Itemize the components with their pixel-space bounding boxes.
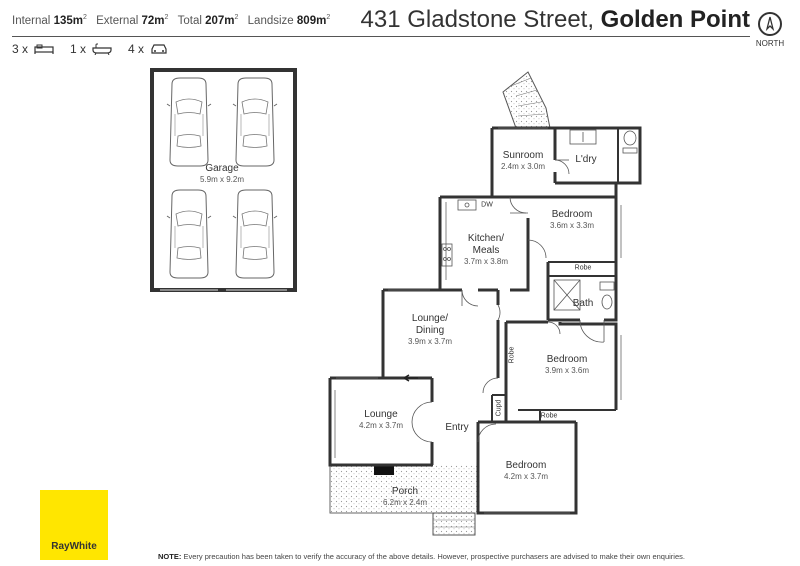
bed-count: 3 x bbox=[12, 42, 29, 56]
stat-sup-external: 2 bbox=[164, 14, 169, 21]
room-laundry: L'dry bbox=[575, 154, 596, 166]
room-lounge-dining: Lounge/ Dining 3.9m x 3.7m bbox=[408, 313, 452, 347]
logo-text: RayWhite bbox=[51, 541, 97, 552]
room-dims: 3.7m x 3.8m bbox=[463, 257, 509, 266]
room-name-line2: Dining bbox=[415, 325, 445, 336]
room-name: Entry bbox=[445, 422, 469, 433]
address-street: 431 Gladstone Street, bbox=[360, 6, 594, 33]
room-bedroom-3: Bedroom 4.2m x 3.7m bbox=[504, 460, 548, 482]
note-label: NOTE: bbox=[158, 552, 182, 561]
room-bath: Bath bbox=[573, 298, 594, 310]
north-arrow-icon bbox=[758, 12, 782, 36]
room-dims: 6.2m x 2.4m bbox=[382, 498, 428, 507]
room-sunroom: Sunroom 2.4m x 3.0m bbox=[501, 150, 545, 172]
header-divider bbox=[12, 36, 750, 37]
room-name: Porch bbox=[391, 486, 419, 497]
label-cupboard: Cupd bbox=[495, 399, 503, 417]
fixtures bbox=[441, 129, 638, 311]
stat-label-total: Total bbox=[177, 14, 202, 27]
north-indicator: NORTH bbox=[750, 12, 790, 48]
note-text: Every precaution has been taken to verif… bbox=[183, 552, 685, 561]
room-name-line2: Meals bbox=[472, 245, 500, 256]
entry-arrow bbox=[403, 374, 418, 382]
stat-sup-landsize: 2 bbox=[326, 14, 331, 21]
room-dims: 2.4m x 3.0m bbox=[500, 162, 546, 171]
room-name: L'dry bbox=[575, 154, 597, 165]
room-kitchen: Kitchen/ Meals 3.7m x 3.8m bbox=[464, 233, 508, 267]
label-robe-3: Robe bbox=[540, 412, 558, 420]
porch-area bbox=[329, 465, 480, 536]
walls bbox=[328, 126, 642, 515]
label-dishwasher: DW bbox=[481, 201, 493, 209]
room-dims: 3.9m x 3.6m bbox=[544, 366, 590, 375]
stat-label-internal: Internal bbox=[12, 14, 51, 27]
raywhite-logo: RayWhite bbox=[40, 490, 108, 560]
car-shape bbox=[166, 189, 212, 279]
room-name: Garage bbox=[205, 163, 239, 174]
room-name: Sunroom bbox=[502, 150, 544, 161]
garage bbox=[150, 68, 297, 292]
room-dims: 3.6m x 3.3m bbox=[549, 221, 595, 230]
external-steps bbox=[502, 71, 551, 129]
stat-value-external: 72m bbox=[141, 14, 165, 27]
room-lounge: Lounge 4.2m x 3.7m bbox=[359, 409, 403, 431]
room-name: Bedroom bbox=[505, 460, 547, 471]
car-icon bbox=[151, 44, 167, 54]
address-suburb: Golden Point bbox=[600, 6, 750, 33]
room-garage: Garage 5.9m x 9.2m bbox=[200, 163, 244, 185]
doors bbox=[411, 159, 605, 443]
room-dims: 3.9m x 3.7m bbox=[407, 337, 453, 346]
car-shape bbox=[166, 77, 212, 167]
room-name: Kitchen/ bbox=[467, 233, 505, 244]
stat-label-external: External bbox=[96, 14, 139, 27]
car-shape bbox=[232, 77, 278, 167]
windows bbox=[334, 127, 622, 514]
stat-sup-internal: 2 bbox=[82, 14, 87, 21]
room-dims: 4.2m x 3.7m bbox=[358, 421, 404, 430]
stat-sup-total: 2 bbox=[234, 14, 239, 21]
room-name: Bath bbox=[572, 298, 594, 309]
label-robe-1: Robe bbox=[574, 264, 592, 272]
room-entry: Entry bbox=[445, 422, 468, 434]
stat-value-landsize: 809m bbox=[296, 14, 327, 27]
bed-icon bbox=[34, 44, 54, 54]
room-dims: 4.2m x 3.7m bbox=[503, 472, 549, 481]
room-bedroom-2: Bedroom 3.9m x 3.6m bbox=[545, 354, 589, 376]
address-title: 431 Gladstone Street, Golden Point bbox=[361, 6, 750, 34]
room-name: Lounge/ bbox=[411, 313, 449, 324]
property-stats: Internal 135m2 External 72m2 Total 207m2… bbox=[12, 14, 330, 27]
label-robe-2: Robe bbox=[508, 346, 516, 364]
stat-value-total: 207m bbox=[205, 14, 235, 27]
room-name: Bedroom bbox=[551, 209, 593, 220]
car-shape bbox=[232, 189, 278, 279]
bath-icon bbox=[92, 43, 112, 55]
room-bedroom-1: Bedroom 3.6m x 3.3m bbox=[550, 209, 594, 231]
stat-value-internal: 135m bbox=[53, 14, 83, 27]
bath-count: 1 x bbox=[70, 42, 87, 56]
stat-label-landsize: Landsize bbox=[247, 14, 294, 27]
disclaimer-note: NOTE: Every precaution has been taken to… bbox=[158, 552, 685, 561]
car-count: 4 x bbox=[128, 42, 145, 56]
room-porch: Porch 6.2m x 2.4m bbox=[383, 486, 427, 508]
room-dims: 5.9m x 9.2m bbox=[199, 175, 245, 184]
north-label: NORTH bbox=[755, 39, 785, 48]
room-name: Bedroom bbox=[546, 354, 588, 365]
features-row: 3 x 1 x 4 x bbox=[12, 42, 168, 56]
room-name: Lounge bbox=[364, 409, 398, 420]
